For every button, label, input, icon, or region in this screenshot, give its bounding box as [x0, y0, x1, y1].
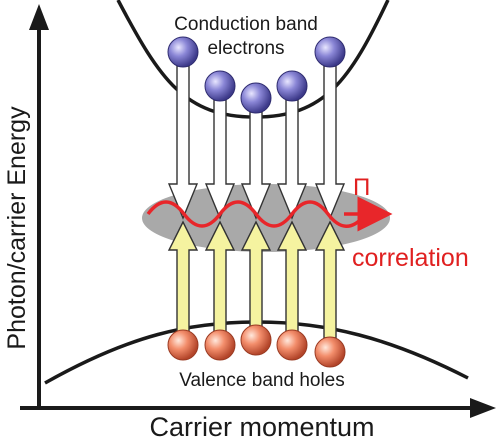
x-axis-label: Carrier momentum: [149, 412, 374, 440]
electron: [240, 82, 272, 114]
hole-up-arrow: [240, 220, 272, 339]
electron: [167, 36, 199, 68]
electron-arrows: [167, 65, 346, 220]
hole-up-arrow: [204, 220, 236, 339]
hole-up-arrow: [167, 220, 199, 339]
electron: [276, 70, 308, 102]
hole: [167, 329, 199, 361]
electron: [204, 70, 236, 102]
hole-arrows: [167, 220, 346, 339]
hole: [276, 329, 308, 361]
electron-down-arrow: [314, 65, 346, 220]
y-axis-label: Photon/carrier Energy: [3, 106, 31, 350]
x-axis-arrowhead: [470, 398, 496, 418]
hole: [204, 329, 236, 361]
valence-holes: [167, 324, 346, 368]
y-axis-arrowhead: [29, 4, 49, 30]
electron: [314, 36, 346, 68]
electron-down-arrow: [240, 111, 272, 220]
correlation-label: correlation: [352, 244, 469, 272]
photon-symbol: Π: [353, 174, 370, 201]
electron-down-arrow: [204, 99, 236, 220]
hole-up-arrow: [276, 220, 308, 339]
valence-label: Valence band holes: [179, 370, 345, 391]
hole: [240, 324, 272, 356]
axes: [20, 4, 496, 418]
electron-down-arrow: [167, 65, 199, 220]
hole: [314, 336, 346, 368]
photon-wave: [146, 200, 366, 228]
electron-down-arrow: [276, 99, 308, 220]
conduction-label-line2: electrons: [207, 38, 284, 59]
conduction-electrons: [167, 36, 346, 114]
hole-up-arrow: [314, 220, 346, 339]
conduction-label-line1: Conduction band: [174, 14, 318, 35]
